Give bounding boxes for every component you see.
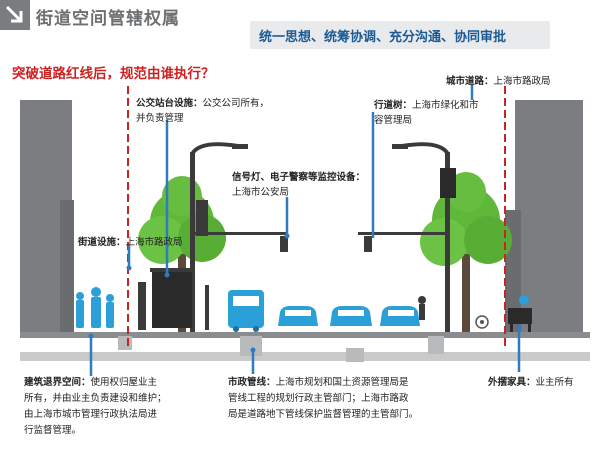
left-street-lamp: [190, 142, 248, 332]
bus-stop-line1: 公交公司所有，: [202, 98, 270, 109]
bus-stop-line2: 并负责管理: [136, 113, 184, 124]
label-bus-stop: 公交站台设施：公交公司所有， 并负责管理: [136, 96, 269, 126]
manhole-right: [428, 336, 444, 354]
street-facility-line1: 上海市路政局: [125, 237, 183, 248]
left-traffic-signal: [195, 200, 288, 252]
label-setback: 建筑退界空间：使用权归屋业主 所有，并由业主负责建设和维护； 由上海市城市管理行…: [24, 375, 167, 439]
car-1: [278, 306, 318, 326]
left-post: [138, 282, 146, 330]
bus: [228, 290, 264, 332]
label-city-road: 城市道路：上海市路政局: [446, 74, 551, 89]
left-building-entrance: [60, 200, 74, 332]
street-tree-line2: 容管理局: [374, 115, 413, 126]
signals-line1: 上海市公安局: [232, 187, 290, 198]
pipeline-band: [20, 352, 590, 361]
pedestrians: [76, 287, 114, 328]
cyclist: [418, 296, 426, 320]
street-tree-title: 行道树：: [374, 100, 413, 111]
right-building: [515, 100, 583, 332]
city-road-title: 城市道路：: [446, 76, 494, 87]
label-pipeline: 市政管线：上海市规划和国土资源管理局是 管线工程的规划行政主管部门；上海市路政 …: [228, 375, 418, 423]
header: 街道空间管辖权属 统一思想、统筹协调、充分沟通、协同审批: [0, 0, 600, 56]
question-heading: 突破道路红线后，规范由谁执行？: [12, 66, 215, 82]
arrow-down-right-icon: [0, 0, 30, 30]
label-external-furniture: 外摆家具：业主所有: [488, 375, 574, 390]
bicycle: [475, 315, 489, 329]
setback-line2: 所有，并由业主负责建设和维护；: [24, 393, 167, 404]
car-2: [330, 306, 372, 326]
leader-dots: [88, 233, 522, 353]
right-street-lamp: [392, 142, 450, 332]
pipeline-title: 市政管线：: [228, 377, 276, 388]
car-3: [380, 306, 420, 326]
external-furniture-title: 外摆家具：: [488, 377, 536, 388]
slogan-banner: 统一思想、统筹协调、充分沟通、协同审批: [250, 21, 550, 49]
label-street-tree: 行道树：上海市绿化和市 容管理局: [374, 98, 479, 128]
street-tree-line1: 上海市绿化和市: [412, 100, 479, 111]
pipeline-line3: 局是道路地下管线保护监督管理的主管部门。: [228, 409, 419, 420]
page-title: 街道空间管辖权属: [36, 9, 180, 29]
road-surface: [20, 332, 590, 338]
manhole-left: [240, 336, 262, 356]
setback-line1: 使用权归屋业主: [90, 377, 158, 388]
pipe-junction: [346, 348, 364, 362]
setback-line3: 由上海市城市管理行政执法局进: [24, 409, 158, 420]
right-tree: [420, 172, 512, 332]
setback-line4: 行监督管理。: [24, 425, 82, 436]
slogan-text: 统一思想、统筹协调、充分沟通、协同审批: [259, 30, 507, 45]
bus-shelter: [150, 268, 209, 330]
right-traffic-signal: [358, 168, 456, 252]
setback-title: 建筑退界空间：: [24, 377, 91, 388]
signals-title: 信号灯、电子警察等监控设备：: [232, 172, 366, 183]
label-street-facility: 街道设施：上海市路政局: [78, 235, 183, 250]
pipeline-line2: 管线工程的规划行政主管部门；上海市路政: [228, 393, 409, 404]
utility-box-left: [118, 336, 132, 350]
external-furniture-line1: 业主所有: [535, 377, 574, 388]
label-signals: 信号灯、电子警察等监控设备： 上海市公安局: [232, 170, 365, 200]
street-facility-title: 街道设施：: [78, 237, 126, 248]
bus-stop-title: 公交站台设施：: [136, 98, 203, 109]
leader-lines: [89, 85, 521, 376]
city-road-line1: 上海市路政局: [493, 76, 551, 87]
outdoor-furniture: [508, 295, 532, 332]
pipeline-line1: 上海市规划和国土资源管理局是: [275, 377, 409, 388]
